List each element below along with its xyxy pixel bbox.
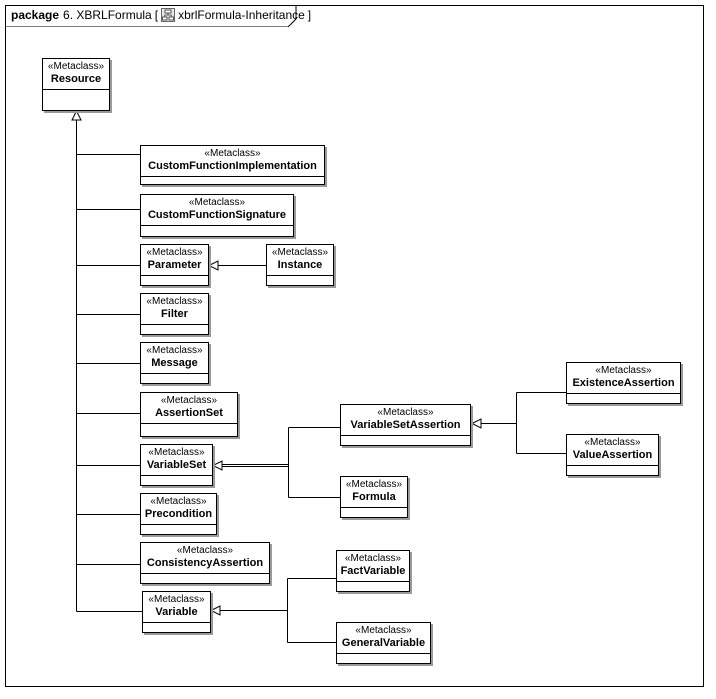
class-name: Message (151, 357, 198, 369)
stereotype-label: «Metaclass» (146, 296, 203, 307)
class-header: «Metaclass» VariableSet (141, 445, 212, 476)
class-resource[interactable]: «Metaclass» Resource (42, 58, 110, 111)
class-value-assertion[interactable]: «Metaclass» ValueAssertion (566, 434, 659, 476)
class-header: «Metaclass» Instance (267, 245, 333, 276)
bracket-close: ] (307, 8, 312, 22)
stereotype-label: «Metaclass» (188, 197, 246, 208)
class-name: Formula (352, 491, 396, 503)
frame-title: package 6. XBRLFormula [ xbrlFormula-Inh… (11, 8, 314, 22)
class-fact-variable[interactable]: «Metaclass» FactVariable (336, 550, 410, 592)
class-header: «Metaclass» Resource (43, 59, 109, 90)
generalization-arrowhead-parameter (207, 260, 219, 271)
class-custom-function-signature[interactable]: «Metaclass» CustomFunctionSignature (140, 194, 294, 237)
class-header: «Metaclass» CustomFunctionSignature (141, 195, 293, 226)
generalization-arrowhead-variable-set-assertion (470, 418, 482, 429)
class-filter[interactable]: «Metaclass» Filter (140, 293, 209, 335)
stereotype-label: «Metaclass» (146, 247, 203, 258)
stereotype-label: «Metaclass» (584, 437, 641, 448)
stereotype-label: «Metaclass» (146, 345, 203, 356)
class-name: CustomFunctionSignature (147, 209, 287, 221)
diagram-name: xbrlFormula-Inheritance (178, 8, 305, 22)
package-name: 6. XBRLFormula (63, 8, 152, 22)
class-name: GeneralVariable (341, 637, 426, 649)
class-name: ConsistencyAssertion (146, 557, 264, 569)
generalization-arrowhead-resource (71, 109, 82, 121)
class-general-variable[interactable]: «Metaclass» GeneralVariable (336, 622, 431, 664)
stereotype-label: «Metaclass» (150, 496, 207, 507)
class-header: «Metaclass» GeneralVariable (337, 623, 430, 654)
stereotype-label: «Metaclass» (47, 61, 105, 72)
class-instance[interactable]: «Metaclass» Instance (266, 244, 334, 286)
class-assertion-set[interactable]: «Metaclass» AssertionSet (140, 392, 238, 437)
class-formula[interactable]: «Metaclass» Formula (340, 476, 408, 518)
class-header: «Metaclass» Filter (141, 294, 208, 325)
class-name: Precondition (144, 508, 213, 520)
class-header: «Metaclass» FactVariable (337, 551, 409, 582)
class-existence-assertion[interactable]: «Metaclass» ExistenceAssertion (566, 362, 681, 404)
class-name: FactVariable (340, 565, 406, 577)
stereotype-label: «Metaclass» (148, 447, 205, 458)
stereotype-label: «Metaclass» (344, 553, 402, 564)
class-name: Filter (161, 308, 188, 320)
class-header: «Metaclass» Formula (341, 477, 407, 508)
class-name: Instance (277, 259, 323, 271)
class-name: Parameter (147, 259, 202, 271)
stereotype-label: «Metaclass» (345, 479, 403, 490)
class-message[interactable]: «Metaclass» Message (140, 342, 209, 384)
class-header: «Metaclass» AssertionSet (141, 393, 237, 424)
stereotype-label: «Metaclass» (160, 395, 218, 406)
class-header: «Metaclass» ExistenceAssertion (567, 363, 680, 394)
class-custom-function-implementation[interactable]: «Metaclass» CustomFunctionImplementation (140, 145, 325, 185)
stereotype-label: «Metaclass» (377, 407, 434, 418)
class-name: Resource (50, 73, 102, 85)
stereotype-label: «Metaclass» (176, 545, 234, 556)
class-header: «Metaclass» CustomFunctionImplementation (141, 146, 324, 177)
class-header: «Metaclass» Message (141, 343, 208, 374)
class-name: Variable (155, 606, 198, 618)
class-header: «Metaclass» VariableSetAssertion (341, 405, 470, 436)
class-name: VariableSet (146, 459, 207, 471)
class-header: «Metaclass» Precondition (141, 494, 216, 525)
class-diagram-icon (161, 8, 176, 22)
package-frame (5, 5, 704, 687)
stereotype-label: «Metaclass» (148, 594, 205, 605)
frame-tab-outline (5, 5, 297, 27)
frame-keyword: package (11, 8, 60, 22)
class-variable[interactable]: «Metaclass» Variable (142, 591, 211, 633)
stereotype-label: «Metaclass» (271, 247, 329, 258)
generalization-arrowhead-variable (209, 605, 221, 616)
class-precondition[interactable]: «Metaclass» Precondition (140, 493, 217, 535)
class-variable-set-assertion[interactable]: «Metaclass» VariableSetAssertion (340, 404, 471, 446)
class-name: VariableSetAssertion (350, 419, 461, 431)
class-name: ExistenceAssertion (572, 377, 675, 389)
class-header: «Metaclass» Variable (143, 592, 210, 623)
class-header: «Metaclass» ConsistencyAssertion (141, 543, 269, 574)
stereotype-label: «Metaclass» (204, 148, 261, 159)
class-variable-set[interactable]: «Metaclass» VariableSet (140, 444, 213, 486)
class-parameter[interactable]: «Metaclass» Parameter (140, 244, 209, 286)
class-header: «Metaclass» ValueAssertion (567, 435, 658, 466)
stereotype-label: «Metaclass» (355, 625, 412, 636)
class-name: CustomFunctionImplementation (148, 160, 317, 172)
class-name: ValueAssertion (572, 449, 653, 461)
stereotype-label: «Metaclass» (595, 365, 652, 376)
class-header: «Metaclass» Parameter (141, 245, 208, 276)
class-consistency-assertion[interactable]: «Metaclass» ConsistencyAssertion (140, 542, 270, 584)
class-name: AssertionSet (155, 407, 223, 419)
bracket-open: [ (154, 8, 159, 22)
generalization-arrowhead-variable-set (211, 460, 223, 471)
